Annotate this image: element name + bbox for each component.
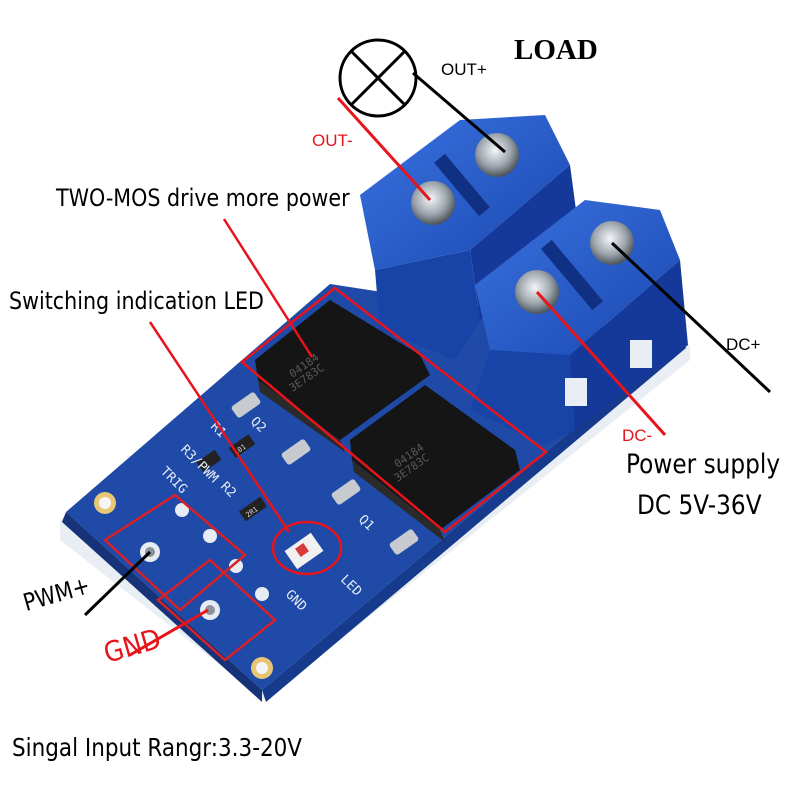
out-minus-label: OUT- bbox=[312, 131, 353, 150]
dc-minus-wire bbox=[535, 290, 667, 437]
input-range-caption: Singal Input Rangr:3.3-20V bbox=[12, 733, 303, 762]
mos-callout: TWO-MOS drive more power bbox=[56, 184, 350, 212]
resistor-r2 bbox=[238, 496, 268, 522]
load-title: LOAD bbox=[514, 34, 598, 66]
annotation-lines bbox=[83, 71, 772, 657]
dc-minus-label: DC- bbox=[622, 426, 653, 445]
header-outline-top bbox=[102, 493, 247, 612]
led-callout-line bbox=[148, 321, 291, 533]
pwm-wire bbox=[83, 550, 152, 617]
led-callout: Switching indication LED bbox=[9, 287, 264, 315]
power-supply-title: Power supply bbox=[626, 449, 781, 480]
out-plus-label: OUT+ bbox=[441, 60, 487, 79]
resistor-r1 bbox=[196, 449, 222, 473]
mosfet-q1: 04184 3E783C bbox=[331, 385, 520, 555]
dc-plus-label: DC+ bbox=[726, 335, 761, 354]
mos-highlight-box bbox=[240, 286, 549, 534]
out-plus-wire bbox=[412, 71, 506, 154]
dc-plus-wire bbox=[610, 241, 772, 394]
gnd-wire bbox=[129, 608, 209, 657]
mos-callout-line bbox=[222, 218, 314, 358]
out-minus-wire bbox=[336, 96, 432, 202]
load-lamp-symbol bbox=[338, 38, 418, 118]
smd-components: 101 2R1 bbox=[196, 434, 324, 570]
header-outline-bottom bbox=[156, 558, 277, 662]
power-supply-range: DC 5V-36V bbox=[637, 490, 762, 521]
led-highlight-circle bbox=[271, 520, 343, 576]
screw-out-plus bbox=[475, 133, 519, 177]
